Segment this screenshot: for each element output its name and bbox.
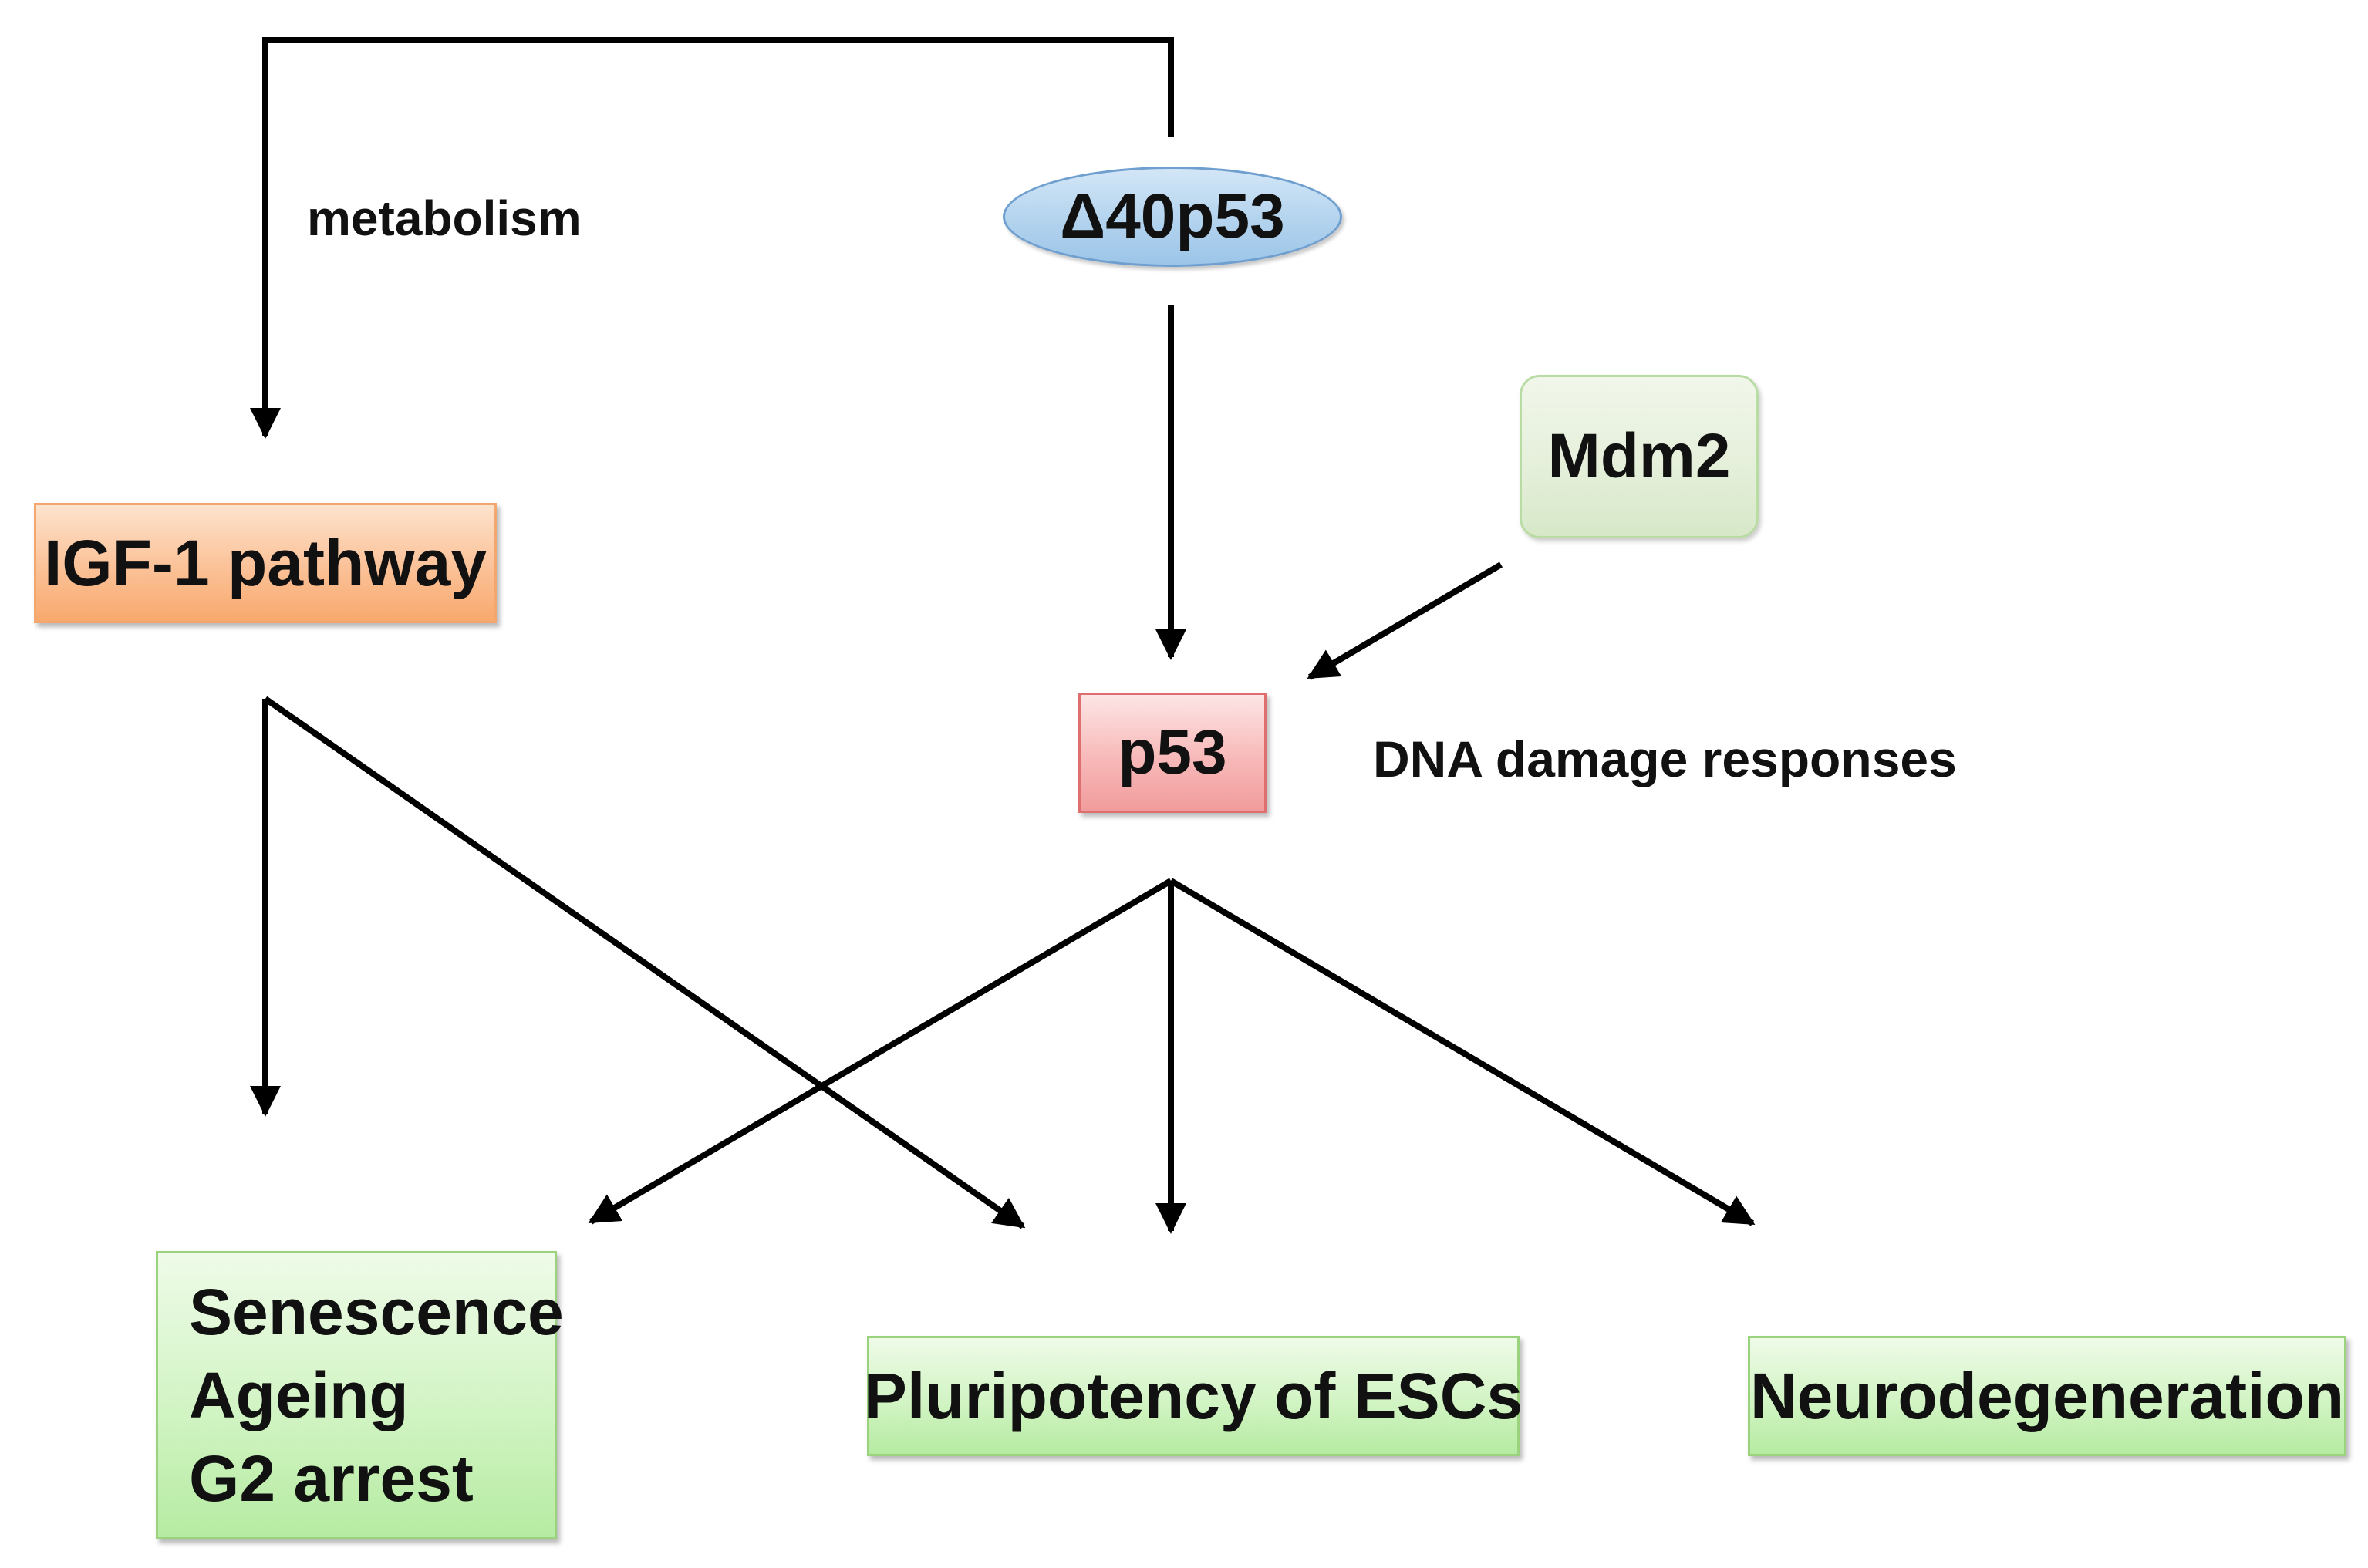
edge-igf1-pluripotency	[263, 696, 1026, 1229]
node-neurodegeneration: Neurodegeneration	[1748, 1336, 2346, 1456]
edge-delta40p53-igf1	[250, 37, 1174, 439]
edge-p53-senescence	[588, 878, 1173, 1225]
node-senescence-ageing-g2: Senescence Ageing G2 arrest	[156, 1251, 564, 1539]
edge-p53-neurodegeneration	[1169, 878, 1756, 1226]
node-mdm2: Mdm2	[1520, 375, 1759, 538]
edge-mdm2-p53	[1307, 561, 1503, 680]
g2-arrest-line: G2 arrest	[189, 1442, 474, 1515]
metabolism-label: metabolism	[307, 191, 582, 246]
node-pluripotency-escs: Pluripotency of ESCs	[864, 1336, 1523, 1456]
node-p53: p53	[1078, 693, 1267, 813]
dna-damage-label: DNA damage responses	[1373, 730, 1957, 787]
ageing-line: Ageing	[189, 1359, 409, 1431]
senescence-line: Senescence	[189, 1276, 564, 1348]
node-igf1-pathway: IGF-1 pathway	[34, 503, 497, 623]
node-delta40p53: Δ40p53	[1003, 167, 1342, 267]
